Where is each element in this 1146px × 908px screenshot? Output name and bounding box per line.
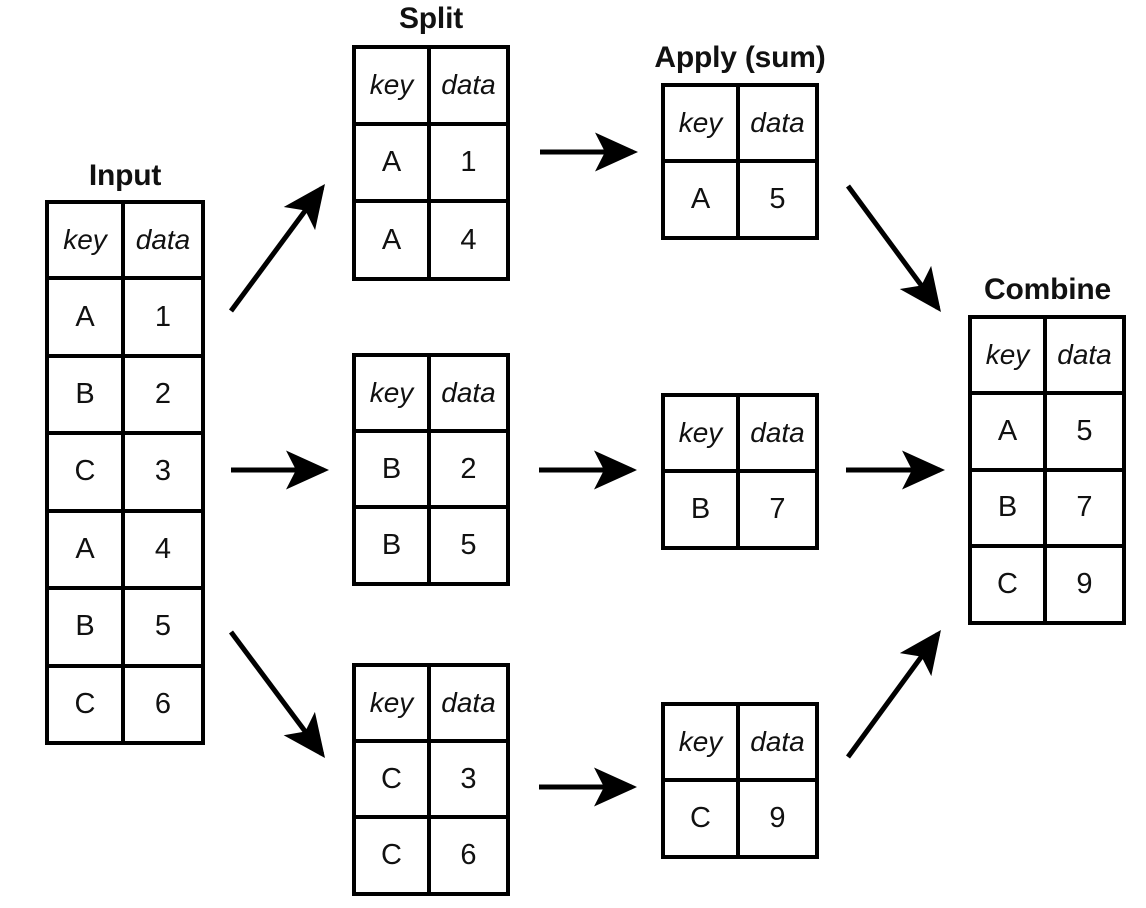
table-row: B 5 <box>49 590 201 668</box>
column-header-key: key <box>972 319 1047 391</box>
column-header-key: key <box>665 397 740 469</box>
cell-data: 5 <box>1076 414 1093 447</box>
cell-data: 2 <box>460 452 477 485</box>
cell-data: 1 <box>154 300 172 333</box>
column-header-key: key <box>356 357 431 429</box>
cell-key: C <box>49 667 125 741</box>
table-apply-b: key data B 7 <box>661 393 819 550</box>
column-header-data: data <box>750 107 805 138</box>
table-row: C 3 <box>356 742 506 820</box>
table-row: B 5 <box>356 509 506 583</box>
table-split-a: key data A 1 A 4 <box>352 45 510 281</box>
cell-data: 4 <box>460 223 477 256</box>
cell-data: 6 <box>460 839 477 872</box>
table-header-row: key data <box>665 87 815 163</box>
table-row: A 1 <box>356 125 506 204</box>
table-row: B 2 <box>356 432 506 510</box>
cell-key: B <box>356 509 431 583</box>
arrow-input-to-split-a <box>228 183 325 313</box>
cell-key: A <box>49 280 125 354</box>
table-row: C 6 <box>49 667 201 741</box>
page-title-combine: Combine <box>984 273 1111 306</box>
column-header-data: data <box>750 417 805 448</box>
arrow-input-to-split-c <box>228 630 325 759</box>
cell-data: 7 <box>769 493 786 525</box>
column-header-data: data <box>441 69 496 101</box>
table-row: A 4 <box>356 203 506 278</box>
column-header-key: key <box>356 49 431 122</box>
cell-key: B <box>49 590 125 664</box>
table-header-row: key data <box>356 49 506 126</box>
column-header-key: key <box>665 706 740 778</box>
table-row: B 2 <box>49 357 201 436</box>
table-split-c: key data C 3 C 6 <box>352 663 510 896</box>
cell-key: A <box>49 512 125 587</box>
column-header-data: data <box>135 224 191 256</box>
table-row: C 9 <box>972 548 1122 621</box>
table-row: A 5 <box>665 163 815 236</box>
cell-key: C <box>972 548 1047 621</box>
cell-key: A <box>356 203 431 278</box>
table-header-row: key data <box>356 357 506 433</box>
cell-key: C <box>356 819 431 893</box>
cell-data: 6 <box>154 687 172 720</box>
table-row: C 9 <box>665 782 815 855</box>
page-title-split: Split <box>399 2 463 35</box>
cell-key: A <box>356 125 431 200</box>
cell-data: 3 <box>154 455 172 488</box>
table-header-row: key data <box>356 667 506 743</box>
column-header-key: key <box>665 87 740 159</box>
column-header-data: data <box>441 686 496 718</box>
column-header-data: data <box>441 376 496 408</box>
table-split-b: key data B 2 B 5 <box>352 353 510 586</box>
table-header-row: key data <box>665 706 815 782</box>
cell-data: 1 <box>460 146 477 178</box>
column-header-key: key <box>49 204 125 277</box>
table-header-row: key data <box>49 204 201 281</box>
table-row: B 7 <box>972 471 1122 549</box>
cell-key: C <box>665 782 740 855</box>
cell-data: 5 <box>154 610 172 643</box>
cell-key: A <box>665 163 740 236</box>
table-row: A 5 <box>972 394 1122 472</box>
table-row: A 4 <box>49 512 201 591</box>
cell-key: A <box>972 394 1047 468</box>
table-apply-a: key data A 5 <box>661 83 819 240</box>
cell-data: 5 <box>460 529 477 562</box>
cell-data: 7 <box>1076 491 1093 524</box>
arrow-apply-a-to-combine <box>845 184 941 313</box>
table-combine: key data A 5 B 7 C 9 <box>968 315 1126 625</box>
page-title-input: Input <box>88 159 162 192</box>
cell-data: 3 <box>460 762 477 795</box>
cell-key: C <box>49 435 125 509</box>
table-row: B 7 <box>665 473 815 546</box>
table-input: key data A 1 B 2 C 3 A 4 B 5 C 6 <box>45 200 205 745</box>
cell-data: 2 <box>154 378 172 411</box>
table-row: A 1 <box>49 280 201 358</box>
table-row: C 3 <box>49 435 201 513</box>
column-header-key: key <box>356 667 431 739</box>
cell-key: B <box>665 473 740 546</box>
cell-key: B <box>356 432 431 506</box>
cell-data: 9 <box>769 802 786 834</box>
table-header-row: key data <box>972 319 1122 395</box>
cell-data: 4 <box>154 532 172 565</box>
arrow-apply-c-to-combine <box>845 629 941 759</box>
cell-key: B <box>49 357 125 432</box>
cell-key: B <box>972 471 1047 545</box>
page-title-apply: Apply (sum) <box>654 41 826 74</box>
cell-key: C <box>356 742 431 816</box>
cell-data: 5 <box>769 183 786 215</box>
column-header-data: data <box>1057 338 1112 370</box>
table-apply-c: key data C 9 <box>661 702 819 859</box>
table-row: C 6 <box>356 819 506 893</box>
column-header-data: data <box>750 726 805 757</box>
table-header-row: key data <box>665 397 815 473</box>
cell-data: 9 <box>1076 568 1093 601</box>
